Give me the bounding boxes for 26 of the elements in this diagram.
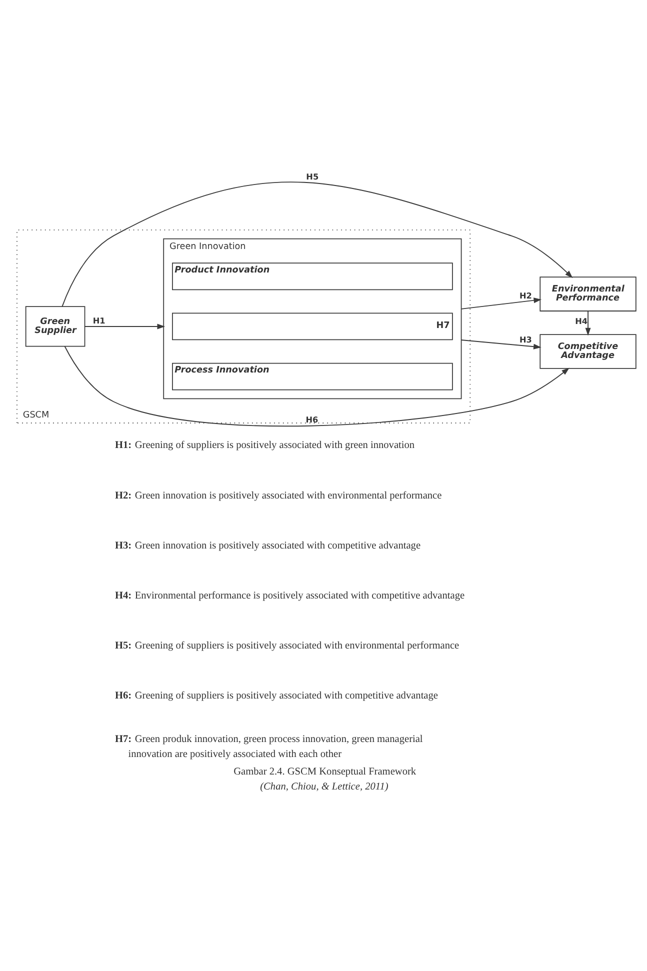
edge-label: H2 [520,290,532,300]
arrow [62,181,573,306]
caption: Gambar 2.4. GSCM Konseptual Framework (Chan, Chiou, & Lettice, 2011) [234,766,416,792]
edge-label: H4 [575,316,588,326]
edge-label: H6 [306,414,318,424]
label: H7: Green produk innovation, green process innovation, green managerial innovation are positively associated with each other [114,734,423,760]
node-box: Green Supplier [25,306,86,346]
arrow [64,345,570,426]
node-box: Environmental Performance [540,276,636,311]
arrow [84,323,166,329]
label: H5: Greening of suppliers is positively associated with environmental performance [114,640,460,652]
edge-label: H3 [520,334,532,344]
arrow [460,339,542,349]
label: H4: Environmental performance is positively associated with competitive advantage [114,590,465,602]
arrow [460,297,542,309]
label: H6: Greening of suppliers is positively associated with competitive advantage [114,690,438,702]
label: H3: Green innovation is positively associated with competitive advantage [114,540,421,551]
label: H2: Green innovation is positively associated with environmental performance [114,490,442,501]
node-box: Process Innovation [172,362,453,390]
node-box: Product Innovation [172,262,453,290]
node-box: H7 [172,312,453,340]
node-box: Competitive Advantage [540,334,636,368]
arrow [585,310,591,336]
edge-label: H5 [306,171,319,182]
edge-label: H1 [92,314,106,325]
label: H1: Greening of suppliers is positively associated with green innovation [114,440,415,451]
